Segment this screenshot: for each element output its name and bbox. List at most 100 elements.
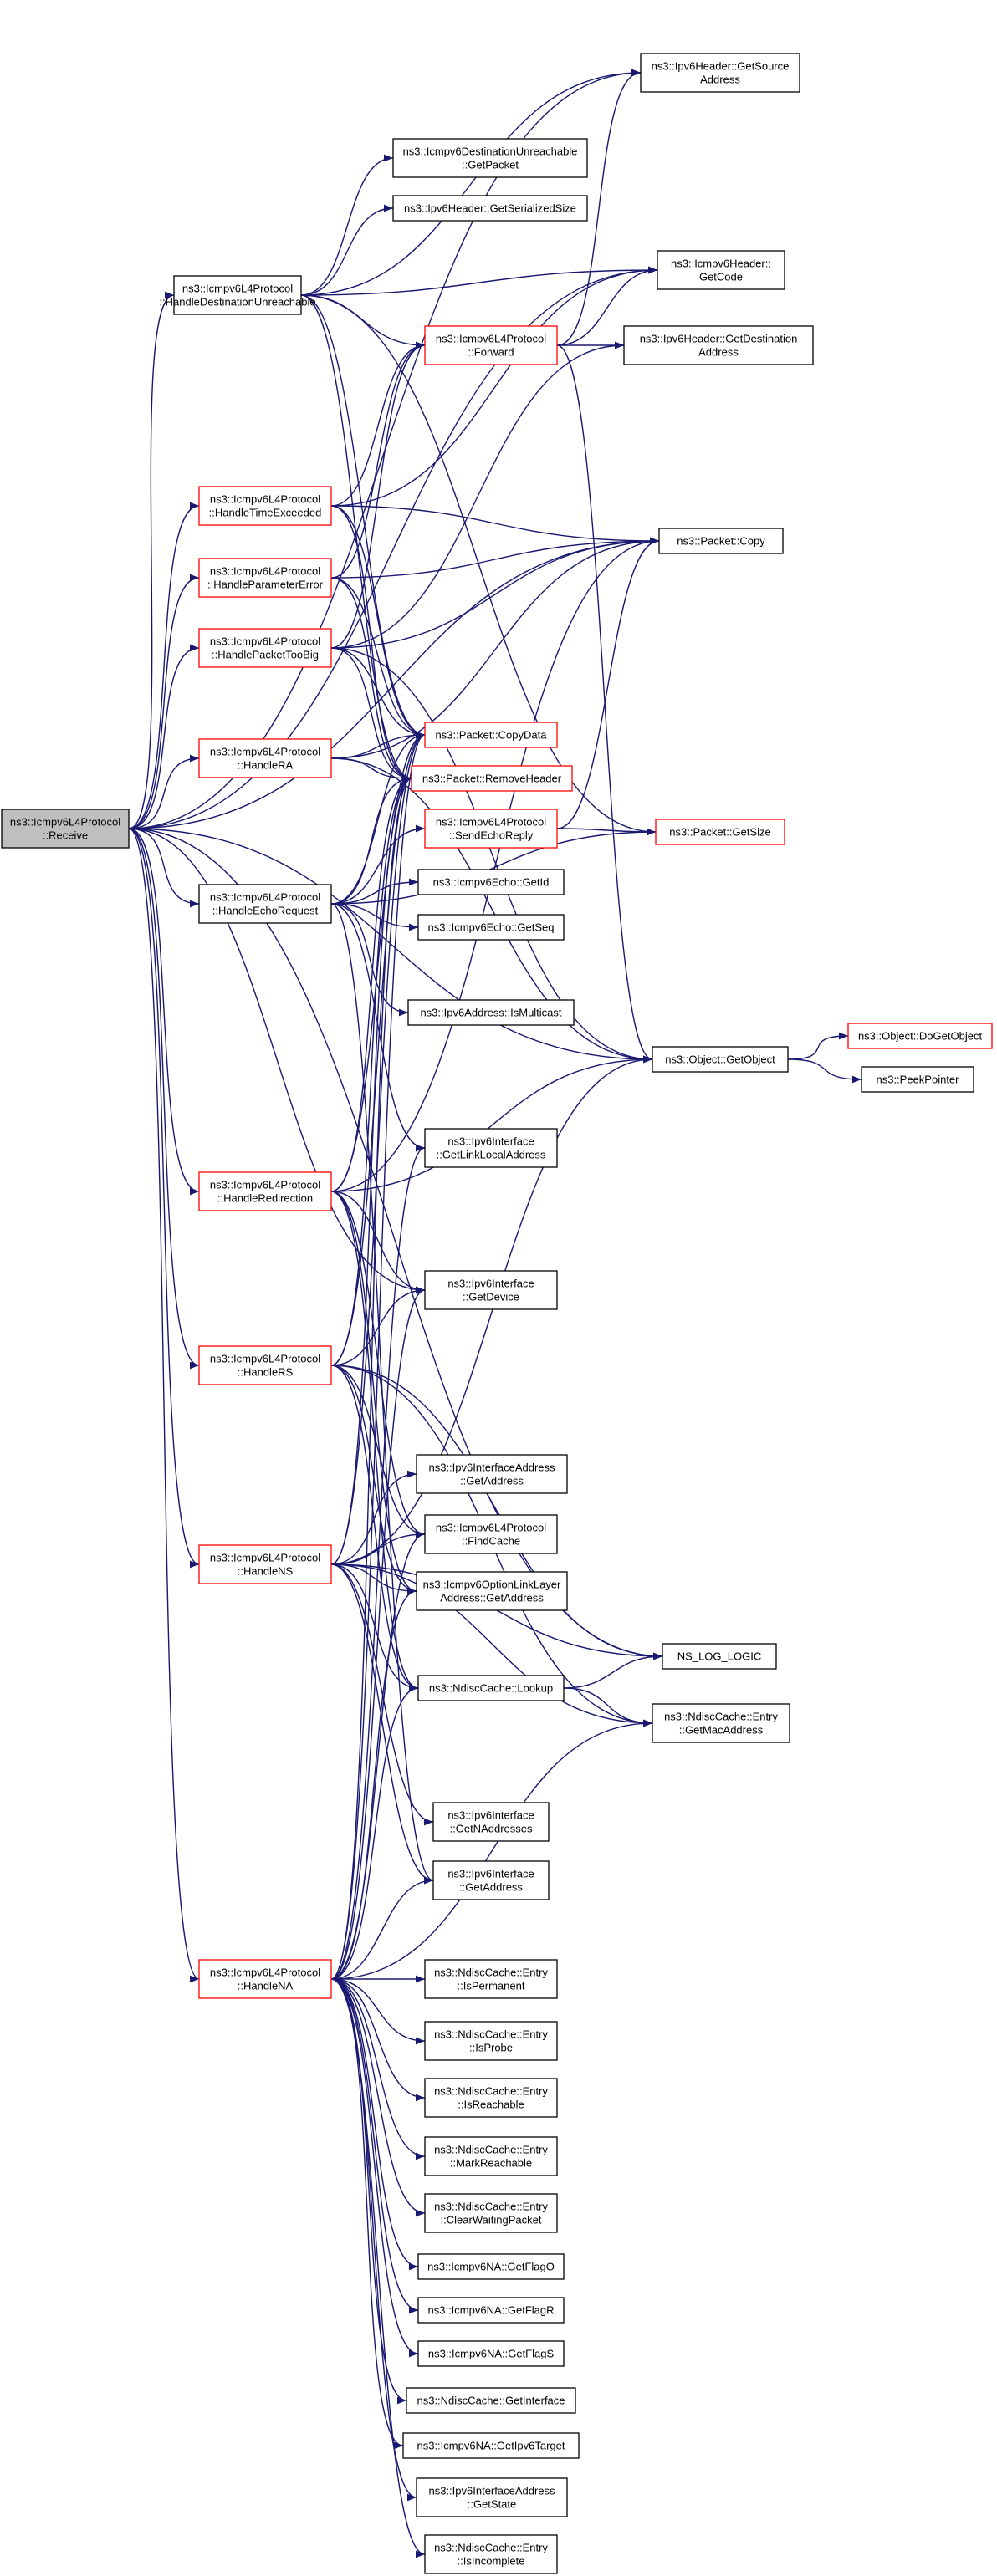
node-ipv6-header-get-ser-size[interactable]: ns3::Ipv6Header::GetSerializedSize <box>392 195 588 222</box>
node-ipv6-if-get-link-local[interactable]: ns3::Ipv6Interface::GetLinkLocalAddress <box>424 1128 558 1168</box>
edge-send-echo-reply-to-packet-copy <box>556 537 660 829</box>
edge-handle-ns-to-object-get-object <box>330 1055 653 1565</box>
node-label-line: ::GetNAddresses <box>450 1823 533 1835</box>
node-box <box>198 1171 332 1211</box>
node-entry-clear-waiting[interactable]: ns3::NdiscCache::Entry::ClearWaitingPack… <box>424 2193 558 2233</box>
edge-handle-echo-request-to-send-echo-reply <box>330 824 426 905</box>
node-label-line: ::HandleRA <box>238 759 294 772</box>
node-ipv6-if-get-naddresses[interactable]: ns3::Ipv6Interface::GetNAddresses <box>432 1802 550 1842</box>
node-ndisc-get-interface[interactable]: ns3::NdiscCache::GetInterface <box>406 2387 576 2414</box>
node-na-get-ipv6-target[interactable]: ns3::Icmpv6NA::GetIpv6Target <box>402 2432 580 2459</box>
edge-handle-na-to-entry-is-reachable <box>330 1978 426 2102</box>
edge-forward-to-ipv6-header-get-source <box>556 69 642 346</box>
edge-handle-redirection-to-packet-copy <box>330 537 660 1192</box>
node-box <box>411 765 573 792</box>
node-na-get-flag-r[interactable]: ns3::Icmpv6NA::GetFlagR <box>417 2297 565 2324</box>
node-label-line: ::HandleParameterError <box>207 579 324 591</box>
edge-handle-echo-request-to-echo-get-seq <box>330 903 419 931</box>
edge-handle-na-to-na-get-ipv6-target <box>330 1978 404 2450</box>
node-handle-dest-unreach[interactable]: ns3::Icmpv6L4Protocol::HandleDestination… <box>159 275 316 315</box>
edge-handle-echo-request-to-echo-get-id <box>330 878 419 905</box>
node-dest-unreach-get-packet[interactable]: ns3::Icmpv6DestinationUnreachable::GetPa… <box>392 138 588 178</box>
node-handle-time-exceeded[interactable]: ns3::Icmpv6L4Protocol::HandleTimeExceede… <box>198 486 332 526</box>
node-label-line: ns3::Icmpv6L4Protocol <box>436 1522 546 1534</box>
edge-handle-param-error-to-forward <box>330 341 426 579</box>
edge-handle-ns-to-opt-link-layer-get-addr <box>330 1563 417 1595</box>
edge-handle-dest-unreach-to-dest-unreach-get-packet <box>300 154 394 296</box>
node-object-get-object[interactable]: ns3::Object::GetObject <box>652 1046 789 1073</box>
node-label-line: ns3::NdiscCache::Entry <box>664 1711 778 1723</box>
edge-handle-ns-to-entry-get-mac-address <box>330 1563 653 1727</box>
node-label-line: ns3::NdiscCache::Entry <box>434 1966 548 1979</box>
node-entry-get-mac-address[interactable]: ns3::NdiscCache::Entry::GetMacAddress <box>652 1703 790 1743</box>
edge-receive-to-handle-redirection <box>128 828 200 1196</box>
node-object-do-get-object[interactable]: ns3::Object::DoGetObject <box>847 1023 993 1049</box>
edge-handle-na-to-entry-is-probe <box>330 1978 426 2045</box>
node-ipv6-if-get-device[interactable]: ns3::Ipv6Interface::GetDevice <box>424 1270 558 1310</box>
node-find-cache[interactable]: ns3::Icmpv6L4Protocol::FindCache <box>424 1514 558 1554</box>
node-forward[interactable]: ns3::Icmpv6L4Protocol::Forward <box>424 325 558 365</box>
node-box <box>417 869 565 895</box>
node-label-line: ::HandlePacketTooBig <box>212 649 319 661</box>
node-echo-get-id[interactable]: ns3::Icmpv6Echo::GetId <box>417 869 565 895</box>
node-label-line: ns3::Packet::Copy <box>677 535 765 548</box>
edge-handle-dest-unreach-to-packet-copy-data <box>300 294 426 739</box>
edge-handle-rs-to-packet-remove-header <box>330 774 412 1366</box>
node-packet-copy-data[interactable]: ns3::Packet::CopyData <box>424 722 558 748</box>
node-box <box>424 722 558 748</box>
node-icmpv6-header-get-code[interactable]: ns3::Icmpv6Header::GetCode <box>657 250 785 290</box>
node-handle-param-error[interactable]: ns3::Icmpv6L4Protocol::HandleParameterEr… <box>198 558 332 598</box>
edge-handle-rs-to-packet-copy-data <box>330 731 426 1366</box>
node-label-line: ::GetLinkLocalAddress <box>437 1149 546 1161</box>
node-box <box>424 809 558 849</box>
node-receive[interactable]: ns3::Icmpv6L4Protocol::Receive <box>1 809 130 849</box>
edge-handle-redirection-to-object-get-object <box>330 1055 653 1192</box>
node-entry-is-reachable[interactable]: ns3::NdiscCache::Entry::IsReachable <box>424 2078 558 2118</box>
node-ipv6-if-addr-get-state[interactable]: ns3::Ipv6InterfaceAddress::GetState <box>416 2477 568 2517</box>
node-label-line: ns3::Ipv6Header::GetSerializedSize <box>404 202 576 215</box>
node-peek-pointer[interactable]: ns3::PeekPointer <box>861 1066 974 1093</box>
node-handle-redirection[interactable]: ns3::Icmpv6L4Protocol::HandleRedirection <box>198 1171 332 1211</box>
node-box <box>424 1128 558 1168</box>
node-handle-ns[interactable]: ns3::Icmpv6L4Protocol::HandleNS <box>198 1544 332 1584</box>
edge-receive-to-handle-na <box>128 828 200 1983</box>
node-entry-is-permanent[interactable]: ns3::NdiscCache::Entry::IsPermanent <box>424 1959 558 1999</box>
node-ndisc-lookup[interactable]: ns3::NdiscCache::Lookup <box>417 1675 565 1701</box>
node-packet-get-size[interactable]: ns3::Packet::GetSize <box>655 819 785 845</box>
node-entry-mark-reachable[interactable]: ns3::NdiscCache::Entry::MarkReachable <box>424 2136 558 2176</box>
node-label-line: ::HandleDestinationUnreachable <box>159 296 315 309</box>
edge-handle-param-error-to-packet-copy <box>330 537 660 579</box>
node-packet-copy[interactable]: ns3::Packet::Copy <box>658 528 784 554</box>
node-entry-is-incomplete[interactable]: ns3::NdiscCache::Entry::IsIncomplete <box>424 2534 558 2574</box>
node-label-line: ns3::Ipv6Header::GetDestination <box>640 333 798 345</box>
node-box <box>424 1270 558 1310</box>
node-handle-rs[interactable]: ns3::Icmpv6L4Protocol::HandleRS <box>198 1345 332 1385</box>
node-handle-packet-too-big[interactable]: ns3::Icmpv6L4Protocol::HandlePacketTooBi… <box>198 628 332 668</box>
edge-handle-rs-to-ns-log-logic <box>330 1365 663 1660</box>
node-na-get-flag-o[interactable]: ns3::Icmpv6NA::GetFlagO <box>417 2253 565 2280</box>
node-send-echo-reply[interactable]: ns3::Icmpv6L4Protocol::SendEchoReply <box>424 809 558 849</box>
node-label-line: ns3::Icmpv6NA::GetFlagR <box>428 2304 555 2317</box>
node-packet-remove-header[interactable]: ns3::Packet::RemoveHeader <box>411 765 573 792</box>
node-ipv6-if-get-address[interactable]: ns3::Ipv6Interface::GetAddress <box>432 1860 550 1900</box>
node-label-line: ns3::Ipv6Header::GetSource <box>652 60 790 73</box>
node-label-line: ns3::Icmpv6Header:: <box>671 258 771 270</box>
node-handle-ra[interactable]: ns3::Icmpv6L4Protocol::HandleRA <box>198 738 332 778</box>
node-handle-na[interactable]: ns3::Icmpv6L4Protocol::HandleNA <box>198 1959 332 1999</box>
node-handle-echo-request[interactable]: ns3::Icmpv6L4Protocol::HandleEchoRequest <box>198 884 332 924</box>
node-ipv6-if-addr-get-address[interactable]: ns3::Ipv6InterfaceAddress::GetAddress <box>416 1454 568 1494</box>
node-echo-get-seq[interactable]: ns3::Icmpv6Echo::GetSeq <box>417 914 565 941</box>
node-ns-log-logic[interactable]: NS_LOG_LOGIC <box>662 1643 777 1670</box>
node-label-line: ns3::NdiscCache::Entry <box>434 2144 548 2156</box>
node-entry-is-probe[interactable]: ns3::NdiscCache::Entry::IsProbe <box>424 2021 558 2061</box>
node-ipv6-addr-is-multicast[interactable]: ns3::Ipv6Address::IsMulticast <box>407 999 575 1026</box>
node-label-line: ::GetDevice <box>463 1291 519 1303</box>
node-box <box>198 1544 332 1584</box>
node-opt-link-layer-get-addr[interactable]: ns3::Icmpv6OptionLinkLayerAddress::GetAd… <box>416 1571 568 1611</box>
edge-handle-na-to-entry-clear-waiting <box>330 1978 426 2217</box>
node-label-line: ns3::Icmpv6Echo::GetId <box>433 876 550 889</box>
node-na-get-flag-s[interactable]: ns3::Icmpv6NA::GetFlagS <box>417 2340 565 2367</box>
edge-handle-ns-to-packet-remove-header <box>330 774 412 1565</box>
